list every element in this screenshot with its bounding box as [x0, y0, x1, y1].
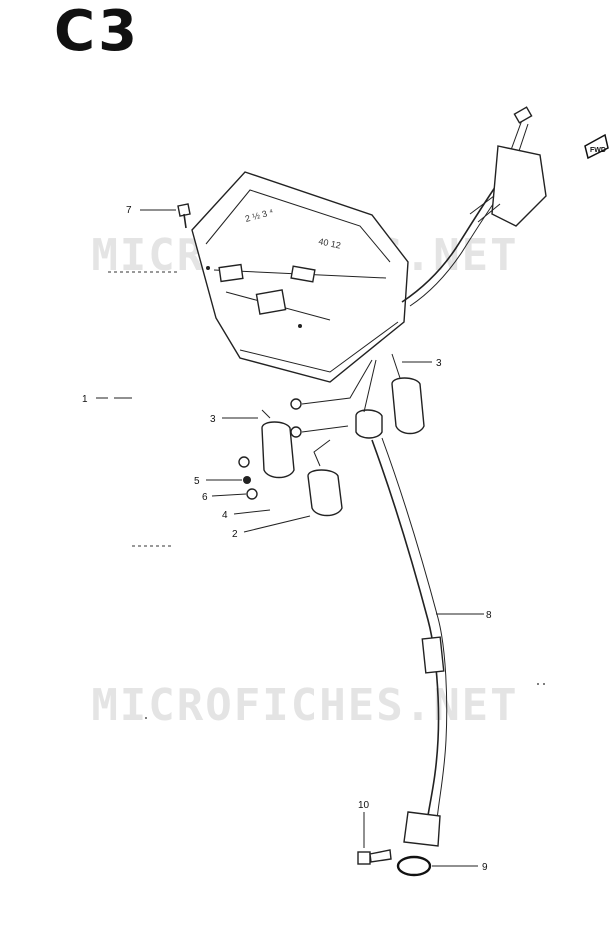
screw-part	[177, 203, 191, 229]
callout-3: 3	[210, 414, 216, 425]
bolt-part	[357, 849, 392, 865]
callout-9: 9	[482, 862, 488, 873]
callout-1: 1	[82, 394, 88, 405]
wiring-harness	[401, 106, 547, 307]
nut-part	[238, 456, 258, 500]
page-title: C3	[54, 0, 141, 64]
svg-text:40 12: 40 12	[318, 236, 342, 250]
callout-6: 6	[202, 492, 208, 503]
callout-2: 2	[232, 529, 238, 540]
o-ring-part	[396, 855, 432, 877]
leader-lines	[96, 209, 484, 867]
bulb-sockets	[261, 353, 425, 517]
callout-10: 10	[358, 800, 370, 811]
callout-8: 8	[486, 610, 492, 621]
callout-5: 5	[194, 476, 200, 487]
callout-4: 4	[222, 510, 228, 521]
meter-assembly: 2 ½ 3 ⁴ 40 12	[191, 171, 409, 383]
callout-7: 7	[126, 205, 132, 216]
fwd-arrow-icon: FWD	[584, 133, 609, 160]
fwd-label: FWD	[590, 147, 606, 154]
speedometer-cable	[371, 437, 448, 847]
callout-3: 3	[436, 358, 442, 369]
